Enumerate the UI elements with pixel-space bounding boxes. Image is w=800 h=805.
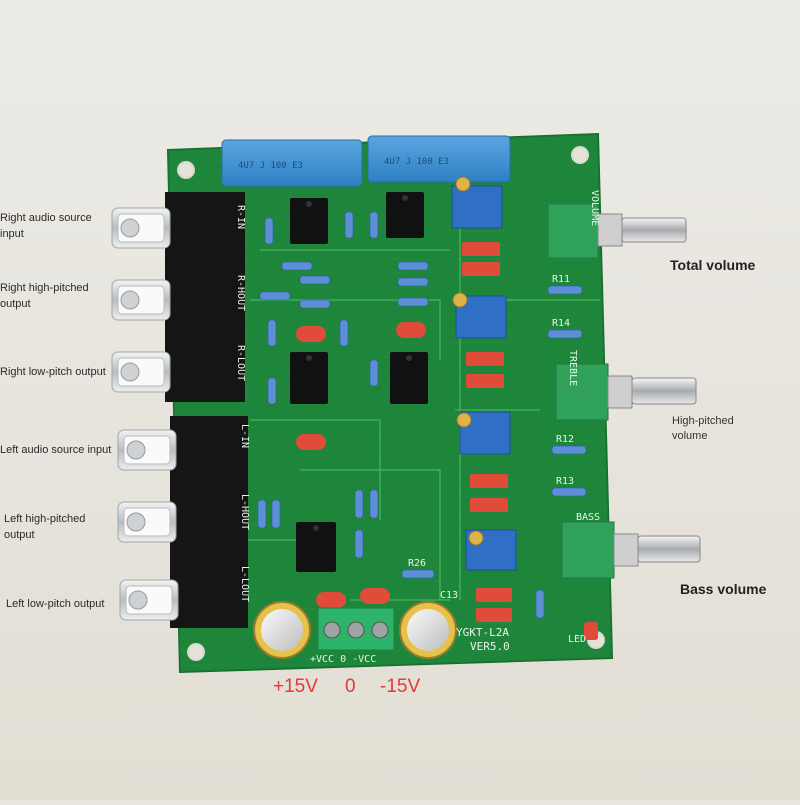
silk-l-in: L-IN [239,424,250,448]
trimmer-pots [451,176,517,571]
label-minus-15v: -15V [380,676,421,697]
label-zero-v: 0 [345,676,356,697]
label-line: Right audio source [0,212,92,224]
label-left-audio-source-input: Left audio source input [0,442,111,458]
label-line: Left low-pitch output [6,598,105,610]
label-right-low-pitch-output: Right low-pitch output [0,364,106,380]
silk-r14: R14 [552,318,570,329]
potentiometers [547,203,701,579]
label-line: volume [672,430,708,442]
silk-r13: R13 [556,476,574,487]
silk-treble: TREBLE [567,350,578,386]
silk-r-hout: R-HOUT [235,275,246,311]
electrolytic-capacitors [253,601,457,659]
cap-text-left: 4U7 J 100 E3 [238,161,303,171]
rca-jacks [111,207,179,621]
jack-block-left [170,416,248,628]
label-line: Left high-pitched [4,513,86,525]
silk-led: LED [568,634,586,645]
label-plus-15v: +15V [273,676,318,697]
silk-c13: C13 [440,590,458,601]
silk-r-in: R-IN [235,205,246,229]
silk-volume: VOLUME [589,190,600,226]
cap-text-right: 4U7 J 100 E3 [384,157,449,167]
jack-block-right [165,192,245,402]
label-line: input [0,228,24,240]
resistors [257,211,587,619]
power-terminal [317,607,395,651]
red-capacitors [296,242,598,640]
label-high-pitched-volume: High-pitched volume [672,414,734,444]
silk-r-lout: R-LOUT [235,345,246,381]
label-right-audio-source-input: Right audio source input [0,210,92,242]
silk-version: VER5.0 [470,640,510,653]
silk-l-hout: L-HOUT [239,494,250,530]
label-line: Left audio source input [0,444,112,456]
label-line: Right high-pitched [0,282,89,294]
silk-r12: R12 [556,434,574,445]
label-left-high-pitched-output: Left high-pitched output [4,511,85,543]
opamp-chips [290,192,428,572]
label-total-volume: Total volume [670,257,756,273]
film-capacitors: 4U7 J 100 E3 4U7 J 100 E3 [221,135,511,187]
label-left-low-pitch-output: Left low-pitch output [6,596,104,612]
silk-r26: R26 [408,558,426,569]
label-line: Right low-pitch output [0,366,106,378]
label-line: output [0,298,31,310]
label-line: High-pitched [672,415,734,427]
silk-bass: BASS [576,512,600,523]
label-right-high-pitched-output: Right high-pitched output [0,280,89,312]
silk-terminal: +VCC 0 -VCC [310,654,376,665]
label-line: output [4,529,35,541]
silk-model: YGKT-L2A [456,626,509,639]
silk-l-lout: L-LOUT [239,566,250,602]
label-bass-volume: Bass volume [680,581,767,597]
silk-r11: R11 [552,274,570,285]
